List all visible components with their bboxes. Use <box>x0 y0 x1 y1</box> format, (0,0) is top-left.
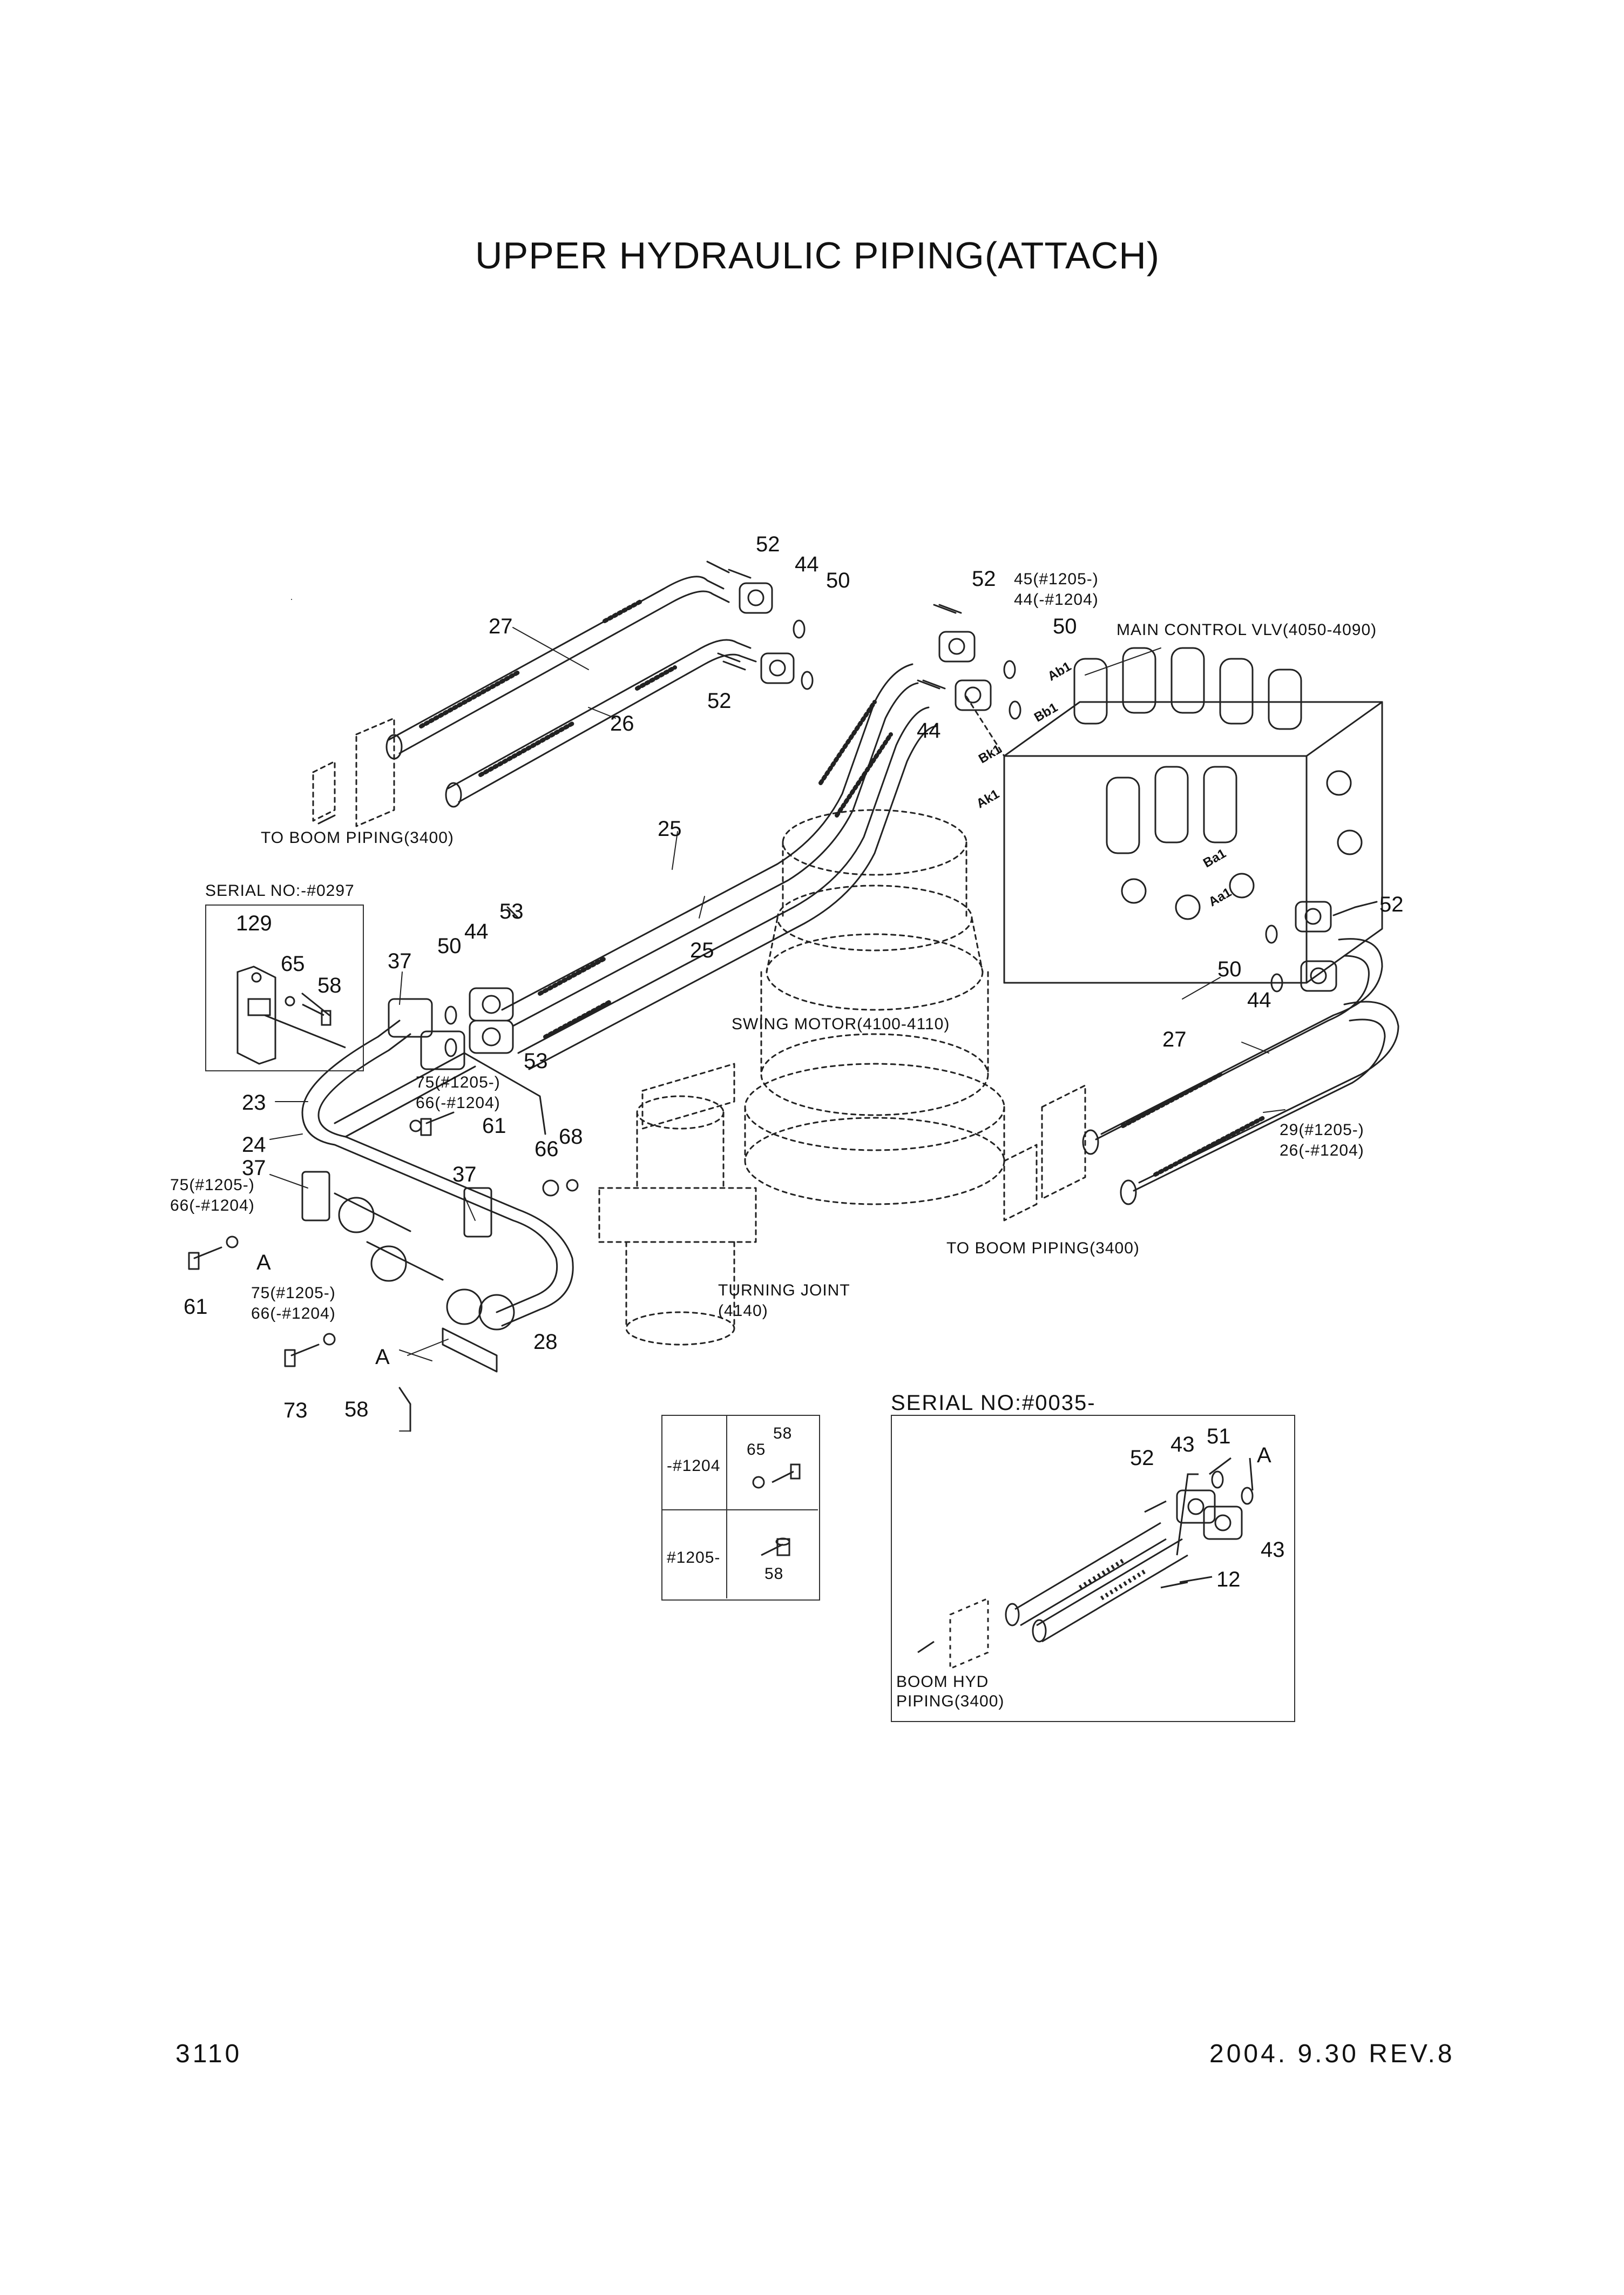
inset-serial-table-box <box>661 1415 820 1601</box>
turning-joint-drawing <box>598 1063 757 1346</box>
callout-75-1205-a: 75(#1205-) <box>416 1074 500 1091</box>
callout-43-inset-bottom: 43 <box>1261 1538 1285 1562</box>
callout-50-d: 50 <box>1217 957 1242 981</box>
callout-25-a: 25 <box>658 817 682 841</box>
inset-table-drawing <box>752 1463 801 1556</box>
label-main-control-valve: MAIN CONTROL VLV(4050-4090) <box>1116 621 1377 639</box>
callout-50-b: 50 <box>1053 615 1077 638</box>
callout-58: 58 <box>317 974 342 997</box>
main-control-valve-drawing <box>965 647 1383 984</box>
inset-serial-left-box <box>205 905 364 1071</box>
callout-A-b: A <box>375 1345 390 1369</box>
callout-66-1204-c: 66(-#1204) <box>251 1305 336 1322</box>
page-number: 3110 <box>175 2040 242 2068</box>
callout-27-b: 27 <box>1162 1028 1187 1051</box>
callout-75-1205-c: 75(#1205-) <box>251 1284 336 1302</box>
inset-table-divider-h <box>661 1509 818 1510</box>
hose-27-upper <box>385 576 730 760</box>
callout-28: 28 <box>533 1330 558 1354</box>
callout-53-b: 53 <box>524 1049 548 1073</box>
callout-23: 23 <box>242 1091 266 1115</box>
bolts <box>188 561 1378 1432</box>
steel-pipe-assembly <box>301 998 574 1373</box>
inset-right-title: SERIAL NO:#0035- <box>891 1391 1096 1415</box>
callout-58-main: 58 <box>344 1398 369 1421</box>
callout-75-1205-b: 75(#1205-) <box>170 1176 255 1194</box>
leader-lines <box>269 599 1285 1432</box>
inset-right-drawing <box>917 1457 1254 1670</box>
callout-44-a: 44 <box>795 552 819 576</box>
callout-12-inset: 12 <box>1216 1568 1241 1591</box>
callout-50-c: 50 <box>437 934 462 958</box>
callout-61-a: 61 <box>482 1114 506 1138</box>
table-row1-part-58: 58 <box>773 1425 793 1442</box>
label-to-boom-left: TO BOOM PIPING(3400) <box>261 829 454 847</box>
callout-73: 73 <box>283 1399 308 1422</box>
hose-26-upper <box>445 639 757 808</box>
flange-set-left-middle <box>444 987 514 1057</box>
callout-A-a: A <box>256 1251 271 1274</box>
inset-table-divider-v <box>726 1415 727 1598</box>
flange-set-right <box>1265 901 1356 993</box>
callout-24: 24 <box>242 1133 266 1157</box>
hose-25-long <box>501 663 938 1070</box>
callout-44-c: 44 <box>464 920 489 943</box>
callout-52-c: 52 <box>707 689 732 713</box>
callout-66-1204-b: 66(-#1204) <box>170 1197 255 1214</box>
callout-129: 129 <box>236 912 272 935</box>
hose-27-right <box>1082 938 1383 1155</box>
inset-boom-hyd-line2: PIPING(3400) <box>896 1692 1005 1710</box>
label-swing-motor: SWING MOTOR(4100-4110) <box>732 1015 950 1033</box>
callout-50-a: 50 <box>826 569 850 592</box>
table-serial-row2: #1205- <box>667 1549 721 1567</box>
hose-29-right <box>1120 1001 1399 1205</box>
callout-52-b: 52 <box>972 567 996 591</box>
boom-piping-stub-right <box>1003 1084 1086 1221</box>
callout-68: 68 <box>559 1125 583 1149</box>
label-to-boom-right: TO BOOM PIPING(3400) <box>946 1239 1140 1257</box>
flange-set-upper-right <box>922 604 1021 720</box>
callout-26-a: 26 <box>610 712 634 735</box>
swing-motor-drawing <box>744 809 1005 1205</box>
callout-37-b: 37 <box>242 1156 266 1180</box>
table-row2-part-58: 58 <box>764 1565 784 1583</box>
callout-65: 65 <box>281 952 305 976</box>
callout-44-b: 44 <box>917 719 941 742</box>
callout-52-d: 52 <box>1379 893 1404 916</box>
label-turning-joint-1: TURNING JOINT <box>718 1281 850 1299</box>
callout-A-inset: A <box>1257 1443 1271 1467</box>
callout-25-b: 25 <box>690 939 714 962</box>
inset-left-drawing <box>236 966 346 1065</box>
label-turning-joint-2: (4140) <box>718 1302 768 1320</box>
callout-43-inset-top: 43 <box>1170 1433 1195 1456</box>
callout-51-inset: 51 <box>1207 1425 1231 1448</box>
page-title: UPPER HYDRAULIC PIPING(ATTACH) <box>475 234 1160 276</box>
callout-61-b: 61 <box>184 1295 208 1319</box>
callout-66: 66 <box>534 1137 559 1161</box>
revision-date: 2004. 9.30 REV.8 <box>1209 2040 1455 2068</box>
callout-29-1205: 29(#1205-) <box>1280 1121 1364 1139</box>
callout-52-a: 52 <box>756 532 780 556</box>
boom-piping-stub-left <box>312 717 395 827</box>
callout-66-1204-a: 66(-#1204) <box>416 1094 500 1112</box>
inset-left-title: SERIAL NO:-#0297 <box>205 882 355 900</box>
callout-37-a: 37 <box>388 949 412 973</box>
callout-44-1204: 44(-#1204) <box>1014 591 1099 609</box>
inset-serial-right-box <box>891 1415 1295 1722</box>
inset-boom-hyd-line1: BOOM HYD <box>896 1673 989 1691</box>
callout-52-inset: 52 <box>1130 1446 1154 1470</box>
callout-26-1204: 26(-#1204) <box>1280 1142 1364 1159</box>
callout-44-d: 44 <box>1247 988 1271 1012</box>
table-serial-row1: -#1204 <box>667 1457 721 1475</box>
callout-53-a: 53 <box>499 900 524 923</box>
callout-37-c: 37 <box>452 1163 477 1186</box>
table-row1-part-65: 65 <box>747 1441 766 1459</box>
callout-27-a: 27 <box>489 615 513 638</box>
callout-45-1205: 45(#1205-) <box>1014 570 1099 588</box>
flange-set-upper-left <box>722 569 814 690</box>
